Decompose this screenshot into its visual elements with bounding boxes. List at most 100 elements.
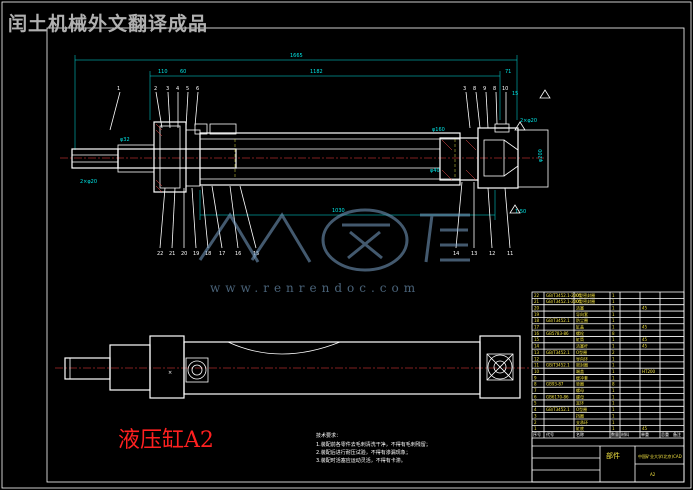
technical-notes: 技术要求： 1.装配前各零件去毛刺清洗干净，不得有毛刺残留； 2.装配后进行耐压… [316, 432, 431, 464]
dim-right-small: 15 [512, 91, 518, 97]
bom-cell: 8 [612, 331, 615, 336]
bom-cell: 端盖 [576, 368, 584, 374]
bom-cell: 密封圈 [576, 362, 588, 368]
bom-cell: 1 [612, 325, 615, 330]
bom-cell: O型圈 [576, 406, 587, 412]
svg-text:9: 9 [483, 86, 486, 92]
bom-cell: 9 [534, 375, 537, 380]
bom-header-cell: 名称 [576, 431, 584, 437]
leaders-top-left: 1 2 3 4 5 6 [109, 86, 199, 131]
leaders-top-right: 3 8 9 8 10 [463, 86, 508, 129]
bom-cell: 缸底 [576, 425, 584, 431]
dim-right-cyl: φ200 [538, 149, 544, 162]
title-drawing-no: A2 [650, 472, 656, 477]
bom-cell: 1 [612, 401, 615, 406]
banner-title: 闰土机械外文翻译成品 [8, 12, 208, 35]
bom-cell: 1 [534, 426, 537, 431]
bom-cell: 1 [612, 363, 615, 368]
svg-text:13: 13 [471, 251, 477, 257]
bom-cell: 3 [534, 413, 537, 418]
bom-cell: 1 [612, 413, 615, 418]
bom-cell: 21 [534, 299, 540, 304]
inner-border [46, 27, 685, 483]
svg-text:21: 21 [169, 251, 175, 257]
bom-cell: 导向套 [576, 311, 588, 317]
bom-header-cell: 总重 [661, 431, 669, 437]
bom-cell: 20 [534, 305, 540, 310]
dim-port-left: 2×φ20 [80, 179, 97, 185]
title-part-name: 部件 [606, 451, 620, 460]
bom-header-cell: 代号 [546, 431, 554, 437]
watermark-text: www.renrendoc.com [210, 281, 420, 295]
bom-cell: GB/T3452.1 [546, 363, 570, 368]
svg-text:22: 22 [157, 251, 163, 257]
bom-cell: 15 [534, 337, 540, 342]
bom-cell: 防尘圈 [576, 317, 588, 323]
bom-cell: 1 [612, 293, 615, 298]
svg-text:10: 10 [502, 86, 508, 92]
bom-cell: GB/T3452.1 [546, 350, 570, 355]
dim-stroke: 1030 [332, 208, 345, 214]
bom-cell: 1 [612, 305, 615, 310]
dim-port-right: 2×φ20 [520, 118, 537, 124]
bom-cell: 11 [534, 363, 540, 368]
section-view: 1665 1182 110 60 71 2×φ20 φ32 φ40 [60, 53, 549, 257]
title-block: 部件 中国矿业大学(北京)CAD A2 [531, 437, 685, 483]
bom-cell: 螺母 [576, 393, 584, 399]
bom-cell: O型密封圈 [576, 292, 595, 298]
bom-cell: 14 [534, 344, 540, 349]
svg-text:8: 8 [493, 86, 496, 92]
bom-cell: 16 [534, 331, 540, 336]
bom-cell: 螺栓 [576, 330, 584, 336]
bom-cell: 45 [642, 337, 648, 342]
bom-cell: 1 [612, 407, 615, 412]
bom-cell: GB5783-86 [546, 331, 569, 336]
bom-cell: O型圈 [576, 349, 587, 355]
svg-text:3: 3 [463, 86, 466, 92]
svg-text:12: 12 [489, 251, 495, 257]
bom-cell: 活塞杆 [576, 343, 588, 349]
svg-text:18: 18 [205, 251, 211, 257]
bom-cell: 6 [534, 394, 537, 399]
bom-cell: 5 [534, 401, 537, 406]
bom-cell: 1 [612, 312, 615, 317]
bom-header-cell: 序号 [533, 431, 541, 437]
bom-header-cell: 材料 [621, 431, 629, 437]
bom-cell: 垫圈 [576, 381, 584, 387]
dim-overall: 1665 [290, 53, 303, 59]
bom-cell: 22 [534, 293, 540, 298]
bom-cell: 1 [612, 394, 615, 399]
cylinder-barrel [199, 132, 461, 186]
bom-cell: 1 [612, 344, 615, 349]
bom-cell: 7 [534, 388, 537, 393]
svg-text:14: 14 [453, 251, 459, 257]
dim-small-note: 1:50 [515, 209, 526, 215]
dim-small-left: φ32 [120, 137, 130, 143]
bom-cell: 45 [642, 305, 648, 310]
bom-cell: 13 [534, 350, 540, 355]
svg-text:8: 8 [473, 86, 476, 92]
svg-text:1.装配前各零件去毛刺清洗干净，不得有毛刺残留；: 1.装配前各零件去毛刺清洗干净，不得有毛刺残留； [316, 441, 431, 448]
dim-left-inner: 60 [180, 69, 186, 75]
bom-cell: 2 [612, 350, 615, 355]
watermark-logo: www.renrendoc.com [198, 208, 470, 295]
bom-header-cell: 数量 [611, 431, 619, 437]
external-view: × [55, 335, 530, 399]
bom-cell: 1 [612, 426, 615, 431]
drawing-label: 液压缸A2 [118, 428, 214, 453]
svg-text:3.装配时活塞应运动灵活，不得有卡滞。: 3.装配时活塞应运动灵活，不得有卡滞。 [316, 457, 406, 464]
svg-text:×: × [168, 370, 172, 376]
bom-cell: GB/T3452.1 [546, 318, 570, 323]
dim-upper-mid: 1182 [310, 69, 323, 75]
leaders-bottom: 22 21 20 19 18 17 16 15 14 13 12 11 [157, 181, 513, 257]
bom-cell: 缸筒 [576, 336, 584, 342]
bom-cell: GB/T3452.1 [546, 407, 570, 412]
bom-cell: 螺母 [576, 387, 584, 393]
svg-text:5: 5 [186, 86, 189, 92]
dim-right-block: 71 [505, 69, 511, 75]
bom-cell: 1 [612, 369, 615, 374]
dim-left-block: 110 [158, 69, 168, 75]
bom-cell: 挡圈 [576, 412, 584, 418]
